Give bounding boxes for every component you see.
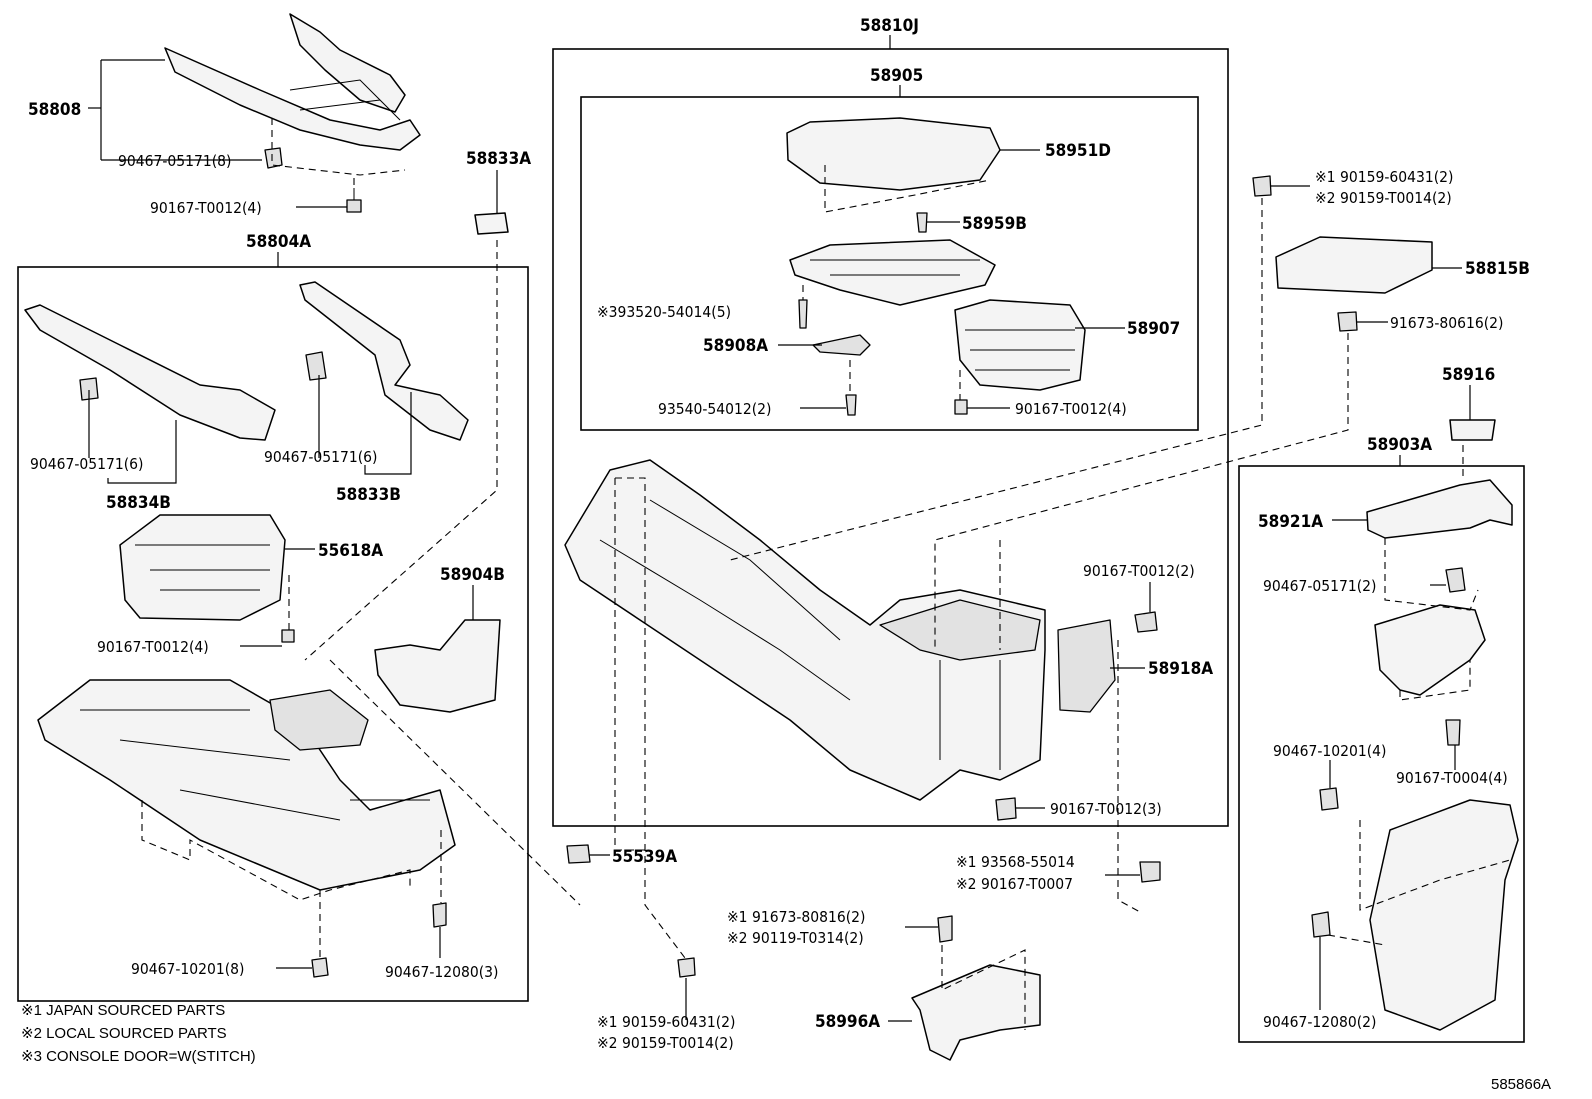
part-58804A-console (37, 679, 456, 891)
label-90167-T0012-3: 90167-T0012(3) (1050, 800, 1162, 818)
part-58808-bezel (164, 13, 421, 151)
label-55618A: 55618A (318, 541, 383, 561)
label-91673-80616: 91673-80616(2) (1390, 314, 1504, 332)
label-93568-55014: ※1 93568-55014 (956, 853, 1075, 871)
part-bolt-91673-80616 (1337, 311, 1358, 332)
label-90159-T0014-bottom: ※2 90159-T0014(2) (597, 1034, 734, 1052)
label-90467-10201-4: 90467-10201(4) (1273, 742, 1387, 760)
label-58951D: 58951D (1045, 141, 1111, 161)
part-screw-393520 (798, 299, 808, 329)
part-bolt-90167-T0012-3 (995, 797, 1017, 821)
label-58833B: 58833B (336, 485, 401, 505)
label-93540-54012: 93540-54012(2) (658, 400, 772, 418)
part-58903A-tray (1374, 604, 1486, 696)
part-clip-58833B (305, 351, 327, 381)
label-90167-T0007: ※2 90167-T0007 (956, 875, 1073, 893)
part-clip-58834B (79, 377, 99, 401)
part-55618A-box (119, 514, 286, 621)
part-bolt-91673-80816 (937, 915, 953, 943)
group-box-58905 (580, 96, 1199, 431)
part-clip-90467-10201-8 (311, 957, 329, 978)
part-clip-90467-10201-4 (1319, 787, 1339, 811)
label-90167-T0012-2: 90167-T0012(2) (1083, 562, 1195, 580)
part-58959B-screw (916, 212, 928, 233)
label-58907: 58907 (1127, 319, 1180, 339)
part-58907-hinge (954, 299, 1086, 391)
label-90467-10201-8: 90467-10201(8) (131, 960, 245, 978)
part-58916-cap (1449, 419, 1496, 441)
label-58903A: 58903A (1367, 435, 1432, 455)
group-box-58903A (1238, 465, 1525, 1043)
part-58904B-tray (374, 619, 501, 713)
diagram-id: 585866A (1491, 1076, 1551, 1093)
part-bolt-90167-T0004 (1445, 719, 1461, 746)
label-90167-T0012-4-top: 90167-T0012(4) (150, 199, 262, 217)
label-90467-05171-2: 90467-05171(2) (1263, 577, 1377, 595)
part-58921A-trim (1366, 479, 1513, 539)
part-58918A-bracket (1057, 619, 1116, 713)
part-bolt-90167-T0012-2 (1134, 611, 1158, 633)
note-japan-sourced: ※1 JAPAN SOURCED PARTS (21, 1002, 225, 1019)
label-90167-T0004-4: 90167-T0004(4) (1396, 769, 1508, 787)
label-58808: 58808 (28, 100, 81, 120)
part-58903A-panel (1369, 799, 1519, 1031)
part-58833A-cap (474, 212, 509, 235)
group-box-58804A (17, 266, 529, 1002)
part-58834B-cover (24, 304, 276, 441)
part-clip-90467-05171-2 (1445, 567, 1466, 593)
note-local-sourced: ※2 LOCAL SOURCED PARTS (21, 1025, 227, 1042)
label-90167-T0012-4-box: 90167-T0012(4) (1015, 400, 1127, 418)
label-58908A: 58908A (703, 336, 768, 356)
part-clip-90467-05171-8 (264, 147, 283, 169)
part-bolt-90159-bottom (677, 957, 696, 978)
part-bolt-90167-T0012-top (346, 188, 362, 213)
part-clip-90467-12080-3 (432, 902, 447, 928)
part-clip-90467-12080-2 (1311, 911, 1331, 938)
part-58951D-lid (786, 117, 1001, 191)
part-bolt-90159-top (1252, 175, 1272, 197)
label-90159-60431-top: ※1 90159-60431(2) (1315, 168, 1453, 186)
label-90467-05171-6-right: 90467-05171(6) (264, 448, 378, 466)
label-55539A: 55539A (612, 847, 677, 867)
part-bolt-90167-T0012-box (954, 399, 968, 415)
label-58834B: 58834B (106, 493, 171, 513)
note-console-door: ※3 CONSOLE DOOR=W(STITCH) (21, 1048, 256, 1065)
label-58959B: 58959B (962, 214, 1027, 234)
label-90467-05171-6-left: 90467-05171(6) (30, 455, 144, 473)
dashed-lines (141, 118, 1511, 1030)
label-393520-54014: ※393520-54014(5) (597, 303, 731, 321)
leader-lines (88, 35, 1471, 1022)
label-90119-T0314: ※2 90119-T0314(2) (727, 929, 864, 947)
label-58833A: 58833A (466, 149, 531, 169)
label-58921A: 58921A (1258, 512, 1323, 532)
label-58918A: 58918A (1148, 659, 1213, 679)
part-58810J-console (564, 459, 1046, 801)
label-58904B: 58904B (440, 565, 505, 585)
label-91673-80816: ※1 91673-80816(2) (727, 908, 865, 926)
part-screw-93540 (845, 394, 857, 416)
part-bolt-93568 (1139, 861, 1161, 883)
label-58804A: 58804A (246, 232, 311, 252)
label-58810J: 58810J (860, 16, 919, 36)
part-frame-under-lid (789, 239, 996, 306)
label-58815B: 58815B (1465, 259, 1530, 279)
label-90467-12080-3: 90467-12080(3) (385, 963, 499, 981)
part-bolt-90167-T0012-left (281, 629, 295, 643)
label-90467-12080-2: 90467-12080(2) (1263, 1013, 1377, 1031)
part-55539A-clip (566, 844, 591, 864)
part-58996A-bracket (911, 964, 1041, 1061)
label-90159-T0014-top: ※2 90159-T0014(2) (1315, 189, 1452, 207)
label-90159-60431-bottom: ※1 90159-60431(2) (597, 1013, 735, 1031)
label-90167-T0012-4-left: 90167-T0012(4) (97, 638, 209, 656)
part-58833B-bracket (299, 281, 469, 441)
label-90467-05171-8: 90467-05171(8) (118, 152, 232, 170)
label-58916: 58916 (1442, 365, 1495, 385)
part-58908A-latch (812, 334, 871, 356)
label-58905: 58905 (870, 66, 923, 86)
label-58996A: 58996A (815, 1012, 880, 1032)
part-58815B-mat (1275, 236, 1433, 294)
